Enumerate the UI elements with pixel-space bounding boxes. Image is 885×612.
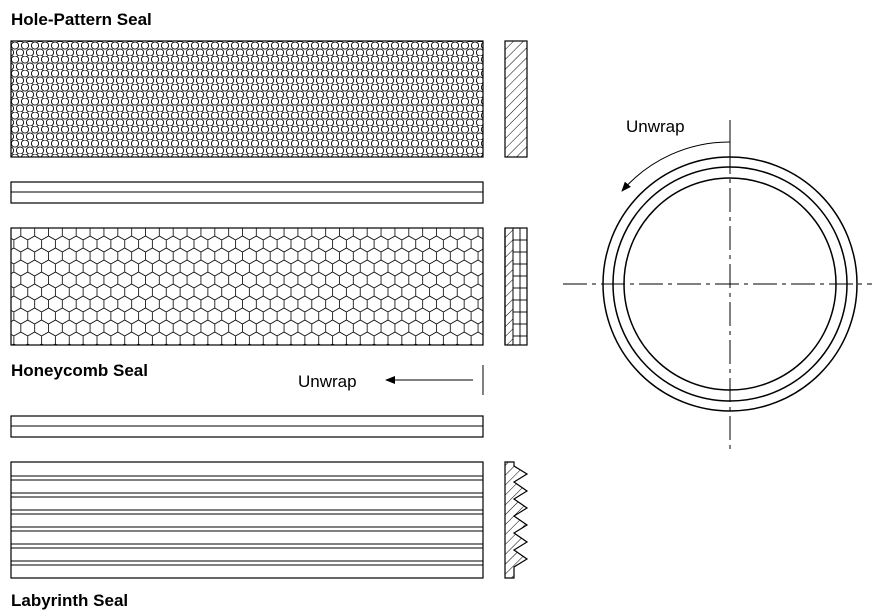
unwrap-arrow-label: Unwrap [298,372,357,391]
honeycomb-section [504,227,528,346]
labyrinth-panel [10,461,484,579]
hole-pattern-panel [10,40,484,158]
unwrap-curved-arrow [621,120,731,192]
honeycomb-seal-title: Honeycomb Seal [11,361,148,380]
labyrinth-section [504,461,529,579]
ring-cross-section [563,150,872,452]
plain-strip-bottom [10,415,484,438]
labyrinth-seal-title: Labyrinth Seal [11,591,128,610]
plain-strip-top [10,181,484,204]
hole-pattern-seal-title: Hole-Pattern Seal [11,10,152,29]
unwrap-left-arrow [385,365,484,395]
honeycomb-panel [10,227,484,346]
hole-pattern-section [504,40,528,158]
unwrap-ring-label: Unwrap [626,117,685,136]
